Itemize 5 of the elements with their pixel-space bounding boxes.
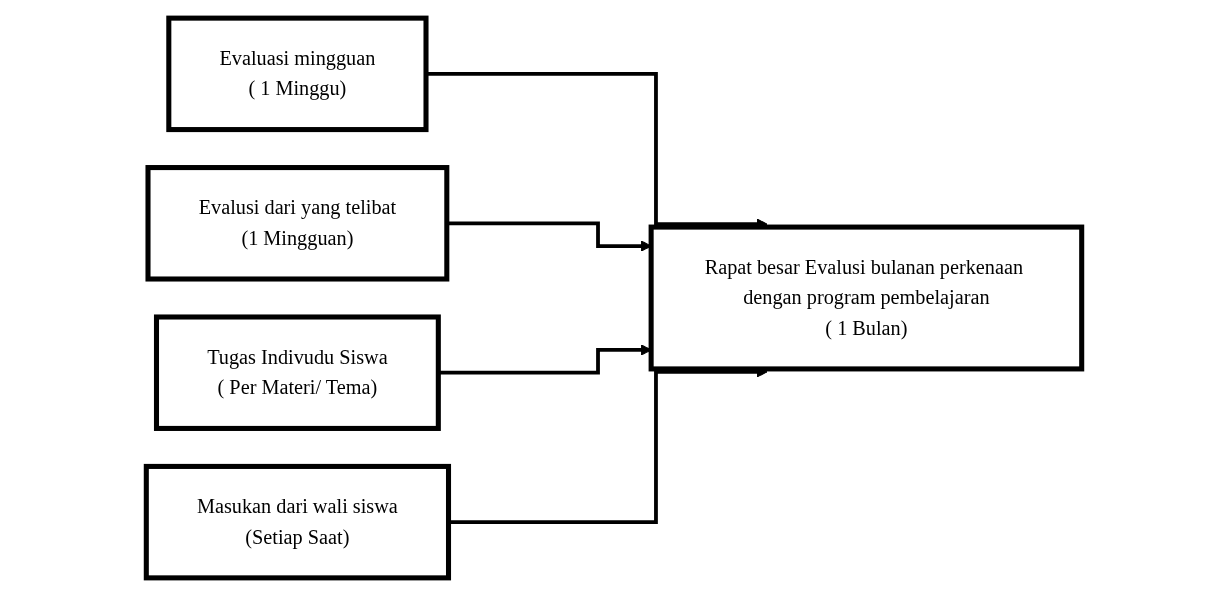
node-box: Masukan dari wali siswa (Setiap Saat) bbox=[143, 463, 451, 581]
node-box: Rapat besar Evalusi bulanan perkenaan dengan program pembelajaran ( 1 Bulan) bbox=[648, 224, 1084, 372]
node-box: Tugas Indivudu Siswa ( Per Materi/ Tema) bbox=[153, 314, 441, 431]
node-box: Evalusi dari yang telibat (1 Mingguan) bbox=[144, 165, 449, 282]
node-box: Evaluasi mingguan ( 1 Minggu) bbox=[165, 15, 429, 133]
